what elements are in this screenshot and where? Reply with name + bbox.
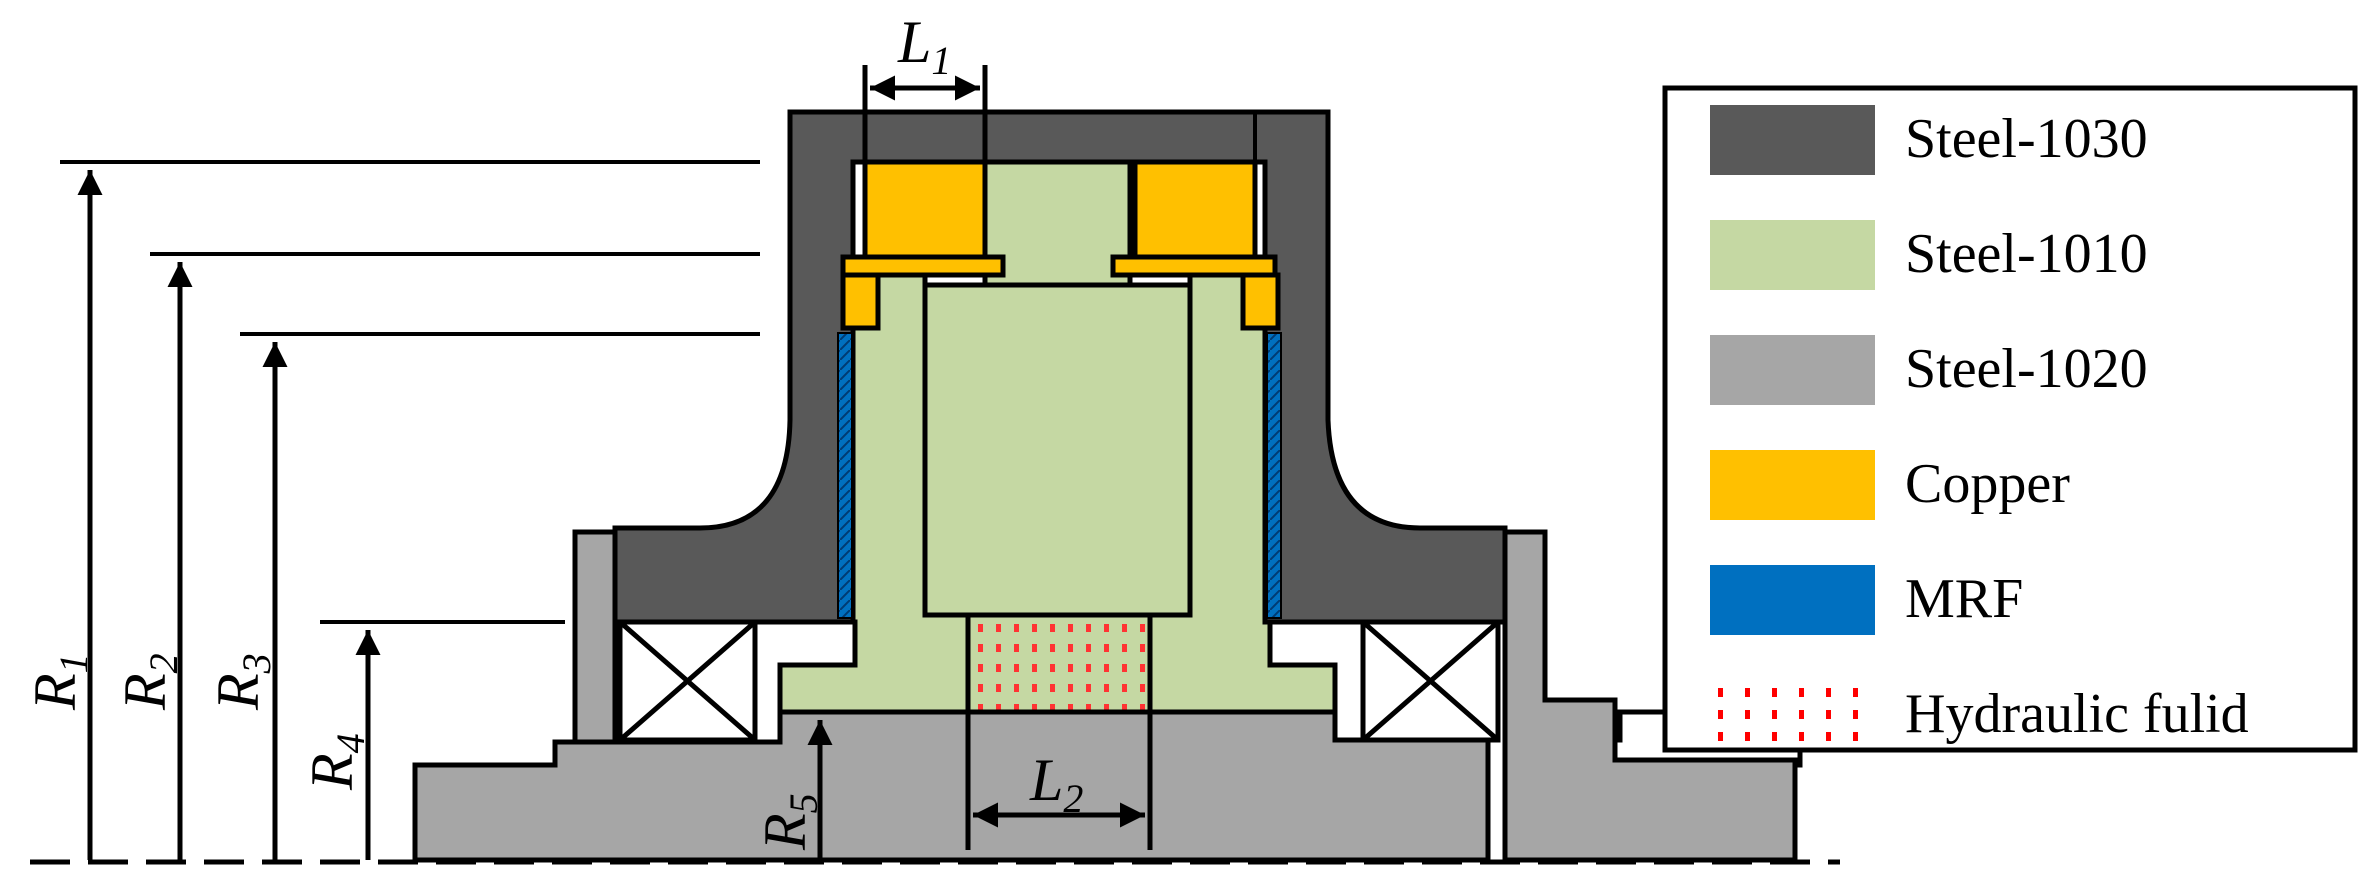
legend-label: Hydraulic fulid [1905,683,2249,745]
left-ring-steel-1020 [572,529,618,745]
legend-frame [1662,85,2358,753]
legend-swatch [1710,450,1875,520]
label-R4: R4 [299,733,373,791]
legend-swatch [1710,565,1875,635]
hydraulic-fluid-region [965,612,1153,715]
label-L1: L1 [897,9,951,83]
legend-label: Steel-1030 [1905,108,2148,170]
legend-item: MRF [1710,565,2023,635]
legend-label: Steel-1010 [1905,223,2148,285]
label-R3: R3 [205,653,279,711]
legend-label: Copper [1905,453,2070,515]
legend-item: Steel-1030 [1710,105,2148,175]
legend-swatch [1710,220,1875,290]
rotor-inner-cavity [922,282,1193,618]
right-housing-steel-1020 [1502,529,1798,863]
label-R5: R5 [752,793,826,851]
right-bearing [1360,619,1501,743]
legend-swatch [1710,105,1875,175]
legend-label: MRF [1905,568,2023,630]
left-bearing [617,619,758,743]
legend-label: Steel-1020 [1905,338,2148,400]
legend-swatch [1718,688,1858,741]
legend-item: Copper [1710,450,2070,520]
copper-parts [840,159,1281,331]
legend-item: Steel-1010 [1710,220,2148,290]
mrf-layers [837,332,1282,619]
radius-extension-lines [60,160,760,624]
legend-item: Hydraulic fulid [1718,683,2249,745]
label-L2: L2 [1029,747,1083,821]
length-dimensions [862,65,1153,850]
label-R2: R2 [112,653,186,711]
radius-arrows [77,170,833,860]
legend-item: Steel-1020 [1710,335,2148,405]
label-R1: R1 [22,653,96,711]
legend-swatch [1710,335,1875,405]
